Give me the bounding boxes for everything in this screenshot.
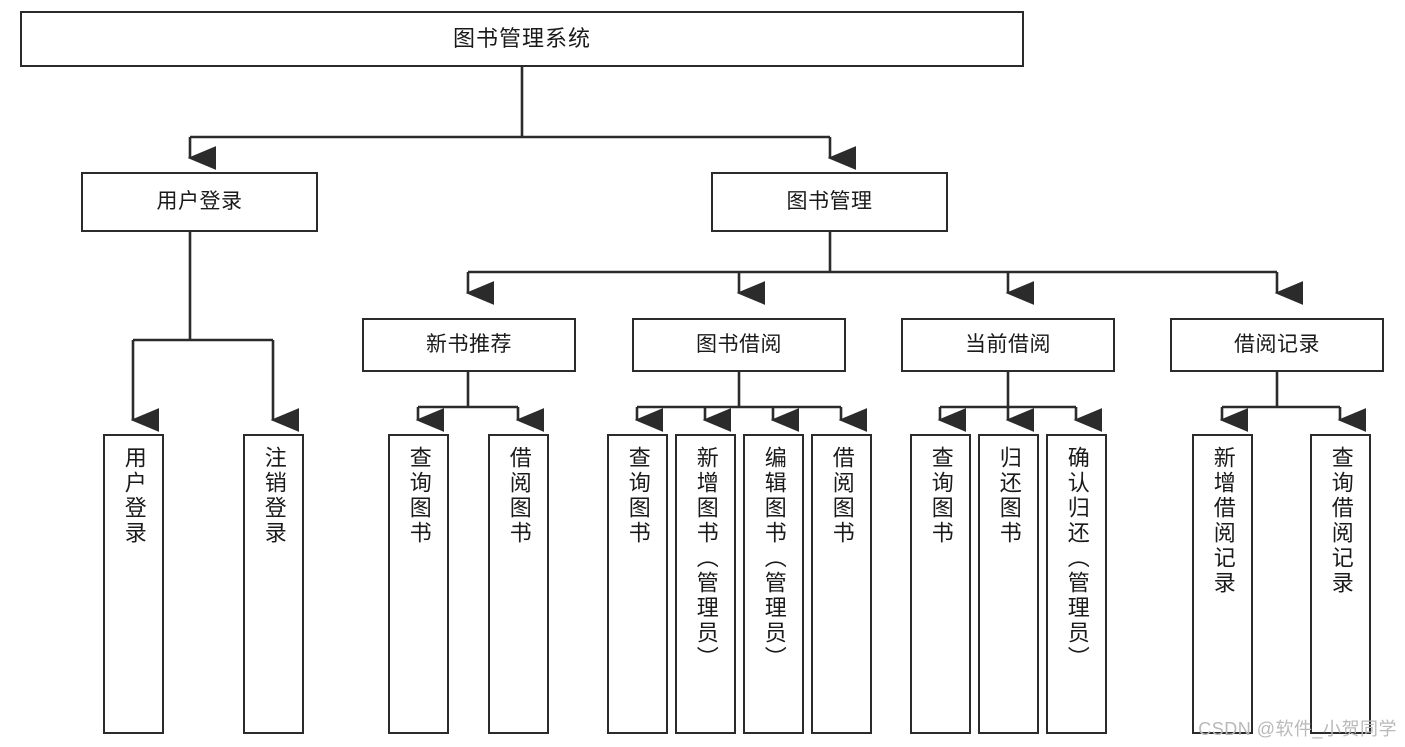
node-label: 归还图书 bbox=[996, 446, 1022, 546]
leaf-borrow-borrow-book[interactable]: 借阅图书 bbox=[811, 434, 872, 734]
watermark-credit: CSDN @软件_小贺同学 bbox=[1198, 719, 1397, 739]
node-label: 借阅记录 bbox=[1234, 333, 1320, 357]
node-label: 查询图书 bbox=[928, 446, 954, 546]
node-label: 新增图书（管理员） bbox=[693, 446, 719, 671]
node-label: 查询图书 bbox=[625, 446, 651, 546]
leaf-user-login[interactable]: 用户登录 bbox=[103, 434, 164, 734]
leaf-new-book-borrow-book[interactable]: 借阅图书 bbox=[488, 434, 549, 734]
node-label: 用户登录 bbox=[156, 190, 243, 214]
leaf-borrow-add-book-admin[interactable]: 新增图书（管理员） bbox=[675, 434, 736, 734]
node-new-book-recommend[interactable]: 新书推荐 bbox=[362, 318, 576, 372]
node-label: 图书管理系统 bbox=[452, 25, 591, 51]
node-label: 图书借阅 bbox=[696, 333, 782, 357]
node-label: 当前借阅 bbox=[965, 333, 1051, 357]
leaf-record-query-borrow-record[interactable]: 查询借阅记录 bbox=[1310, 434, 1371, 734]
node-borrow-record[interactable]: 借阅记录 bbox=[1170, 318, 1384, 372]
node-label: 编辑图书（管理员） bbox=[761, 446, 787, 671]
leaf-borrow-query-book[interactable]: 查询图书 bbox=[607, 434, 668, 734]
node-label: 用户登录 bbox=[121, 446, 147, 546]
node-label: 借阅图书 bbox=[506, 446, 532, 546]
node-label: 注销登录 bbox=[261, 446, 287, 546]
leaf-new-book-query-book[interactable]: 查询图书 bbox=[388, 434, 449, 734]
leaf-current-query-book[interactable]: 查询图书 bbox=[910, 434, 971, 734]
node-current-borrow[interactable]: 当前借阅 bbox=[901, 318, 1115, 372]
node-root-book-management-system[interactable]: 图书管理系统 bbox=[20, 11, 1024, 67]
node-label: 借阅图书 bbox=[829, 446, 855, 546]
node-book-management[interactable]: 图书管理 bbox=[711, 172, 948, 232]
node-label: 确认归还（管理员） bbox=[1064, 446, 1090, 671]
node-user-login[interactable]: 用户登录 bbox=[81, 172, 318, 232]
leaf-borrow-edit-book-admin[interactable]: 编辑图书（管理员） bbox=[743, 434, 804, 734]
node-label: 查询图书 bbox=[406, 446, 432, 546]
leaf-record-add-borrow-record[interactable]: 新增借阅记录 bbox=[1192, 434, 1253, 734]
node-label: 新书推荐 bbox=[426, 333, 512, 357]
node-label: 新增借阅记录 bbox=[1210, 446, 1236, 596]
node-label: 查询借阅记录 bbox=[1328, 446, 1354, 596]
leaf-current-return-book[interactable]: 归还图书 bbox=[978, 434, 1039, 734]
node-label: 图书管理 bbox=[786, 190, 873, 214]
leaf-logout[interactable]: 注销登录 bbox=[243, 434, 304, 734]
leaf-current-confirm-return-admin[interactable]: 确认归还（管理员） bbox=[1046, 434, 1107, 734]
node-book-borrow[interactable]: 图书借阅 bbox=[632, 318, 846, 372]
